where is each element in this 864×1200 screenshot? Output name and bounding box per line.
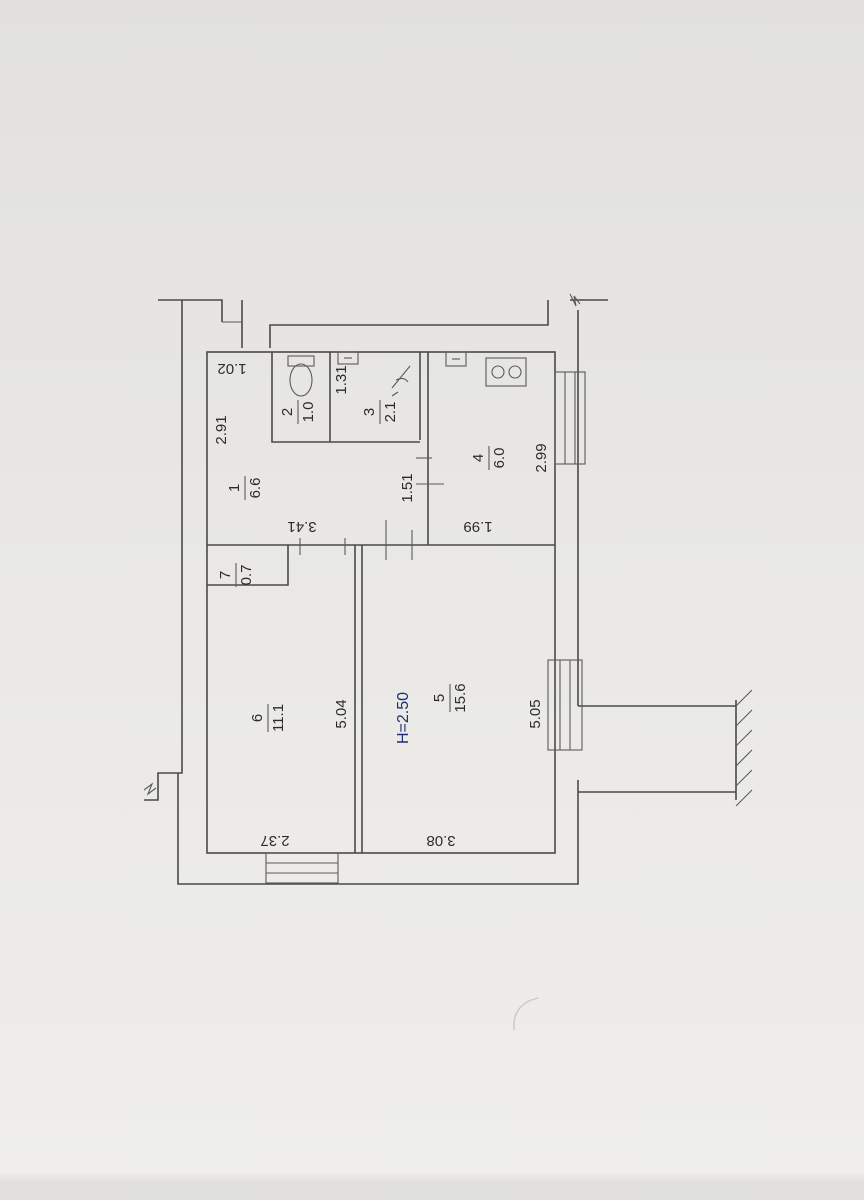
room-number: 6	[249, 714, 266, 722]
room-area: 0.7	[238, 565, 255, 586]
dimension-label: 1.51	[399, 473, 416, 502]
paper-edge	[0, 1172, 864, 1200]
dimension-label: 5.04	[333, 699, 350, 728]
inner-walls	[206, 351, 556, 854]
dimension-label: 1.31	[333, 365, 350, 394]
room-6-label: 6 11.1	[249, 704, 287, 732]
room-area: 2.1	[382, 402, 399, 423]
fixtures	[287, 351, 527, 397]
windows	[265, 371, 586, 884]
room-2-label: 2 1.0	[279, 400, 317, 424]
room-number: 4	[470, 454, 487, 462]
dimension-label: 1.99	[463, 518, 492, 535]
balcony	[735, 689, 753, 807]
shower-icon	[391, 365, 411, 397]
dimension-label: 2.91	[213, 415, 230, 444]
room-7-label: 7 0.7	[217, 563, 255, 587]
room-4-label: 4 6.0	[470, 446, 508, 470]
dimension-label: 3.41	[287, 518, 316, 535]
room-area: 6.0	[491, 448, 508, 469]
door-marks	[299, 457, 444, 560]
ceiling-height-label: H=2.50	[395, 692, 412, 744]
dimension-label: 5.05	[527, 699, 544, 728]
dimension-label: 2.37	[260, 832, 289, 849]
room-5-label: 5 15.6	[431, 683, 469, 712]
room-number: 7	[217, 571, 234, 579]
dimension-label: 2.99	[533, 443, 550, 472]
kitchen-sink-icon	[445, 351, 467, 367]
room-area: 1.0	[300, 402, 317, 423]
room-area: 11.1	[270, 704, 287, 732]
room-number: 3	[361, 408, 378, 416]
dimension-label: 3.08	[426, 832, 455, 849]
dimension-label: 1.02	[217, 360, 246, 377]
room-number: 2	[279, 408, 296, 416]
room-number: 5	[431, 694, 448, 702]
toilet-icon	[287, 355, 315, 397]
room-number: 1	[226, 484, 243, 492]
dimension-labels: 1.02 2.91 1.31 1.51 3.41 1.99 2.99 5.04 …	[213, 360, 550, 849]
outer-walls	[143, 293, 736, 885]
pencil-mark	[513, 997, 539, 1031]
room-area: 15.6	[452, 683, 469, 712]
room-labels: 1 6.6 2 1.0 3 2.1 4 6.0 5 15.6 6 11.1	[217, 400, 508, 744]
room-3-label: 3 2.1	[361, 400, 399, 424]
sink-icon	[337, 351, 359, 365]
room-area: 6.6	[247, 478, 264, 499]
room-1-label: 1 6.6	[226, 476, 264, 500]
stove-icon	[485, 357, 527, 387]
